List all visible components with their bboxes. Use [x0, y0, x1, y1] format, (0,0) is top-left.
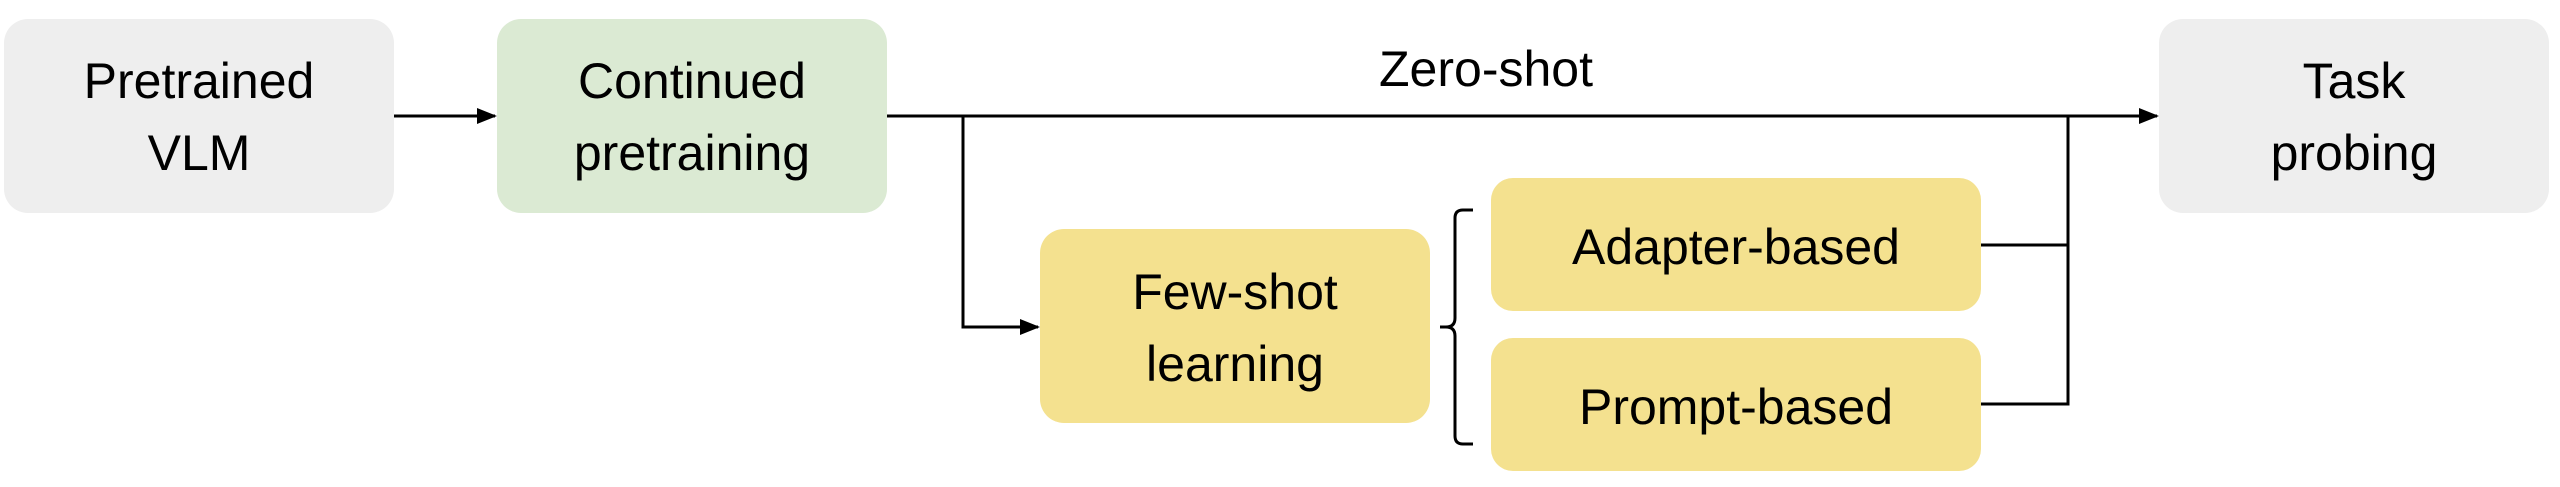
- prompt-based-label: Prompt-based: [1579, 379, 1893, 435]
- connector-prompt-to-merge: [1981, 116, 2070, 406]
- task-probing-label-line2: probing: [2271, 125, 2438, 181]
- pretrained-vlm-label-line2: VLM: [148, 125, 251, 181]
- few-shot-learning-box: [1040, 229, 1430, 423]
- adapter-based-label: Adapter-based: [1572, 219, 1900, 275]
- few-shot-learning-label-line1: Few-shot: [1132, 264, 1338, 320]
- arrow-to-few-shot: [961, 116, 1040, 335]
- pretrained-vlm-box: [4, 19, 394, 213]
- grouping-brace: [1445, 208, 1473, 446]
- continued-pretraining-box: [497, 19, 887, 213]
- few-shot-learning-label-line2: learning: [1146, 336, 1324, 392]
- continued-pretraining-label-line2: pretraining: [574, 125, 810, 181]
- task-probing-label-line1: Task: [2303, 53, 2407, 109]
- pretrained-vlm-label-line1: Pretrained: [84, 53, 315, 109]
- zero-shot-label: Zero-shot: [1379, 41, 1593, 97]
- continued-pretraining-label-line1: Continued: [578, 53, 806, 109]
- adapter-based-box: [1491, 178, 1981, 311]
- prompt-based-box: [1491, 338, 1981, 471]
- task-probing-box: [2159, 19, 2549, 213]
